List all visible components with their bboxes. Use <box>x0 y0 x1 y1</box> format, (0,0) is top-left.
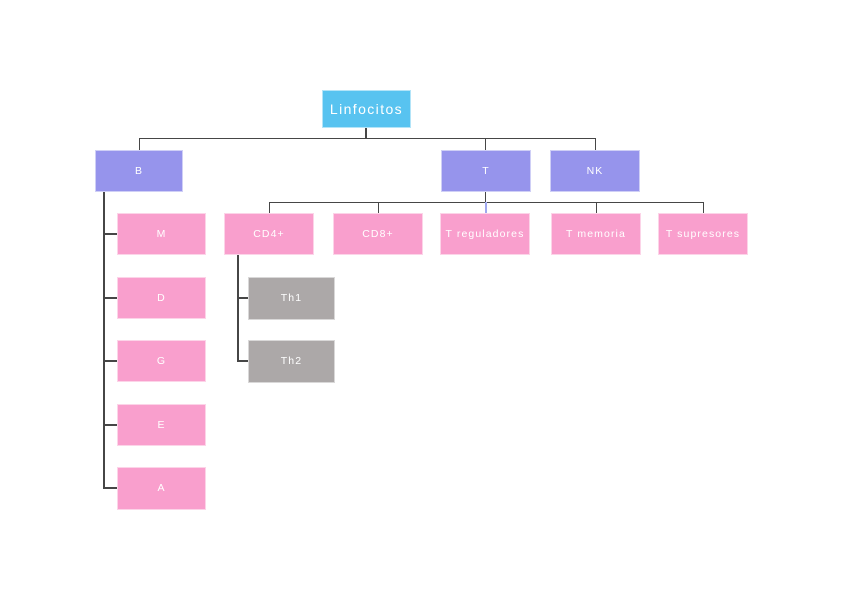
node-th2: Th2 <box>248 340 335 383</box>
node-nk: NK <box>550 150 640 192</box>
connector-stub-m <box>103 233 117 235</box>
connector-stub-d <box>103 297 117 299</box>
node-e: E <box>117 404 206 446</box>
connector-stub-tmemoria <box>596 202 597 213</box>
node-th1: Th1 <box>248 277 335 320</box>
connector-t-stem <box>485 192 486 202</box>
node-t-memoria: T memoria <box>551 213 641 255</box>
node-linfocitos: Linfocitos <box>322 90 411 128</box>
node-d: D <box>117 277 206 319</box>
connector-stub-treguladores <box>485 202 487 213</box>
node-cd4: CD4+ <box>224 213 314 255</box>
node-t: T <box>441 150 531 192</box>
node-a: A <box>117 467 206 510</box>
connector-stub-th2 <box>237 360 248 362</box>
node-t-supresores: T supresores <box>658 213 748 255</box>
node-b: B <box>95 150 183 192</box>
node-m: M <box>117 213 206 255</box>
connector-cd4-spine <box>237 255 239 362</box>
connector-stub-t <box>485 138 486 150</box>
connector-stub-e <box>103 424 117 426</box>
connector-stub-cd8 <box>378 202 379 213</box>
connector-stub-th1 <box>237 297 248 299</box>
connector-root-stem <box>365 128 367 139</box>
connector-stub-cd4 <box>269 202 270 213</box>
connector-stub-tsupresores <box>703 202 704 213</box>
connector-stub-a <box>103 487 117 489</box>
node-g: G <box>117 340 206 382</box>
node-cd8: CD8+ <box>333 213 423 255</box>
connector-level1-rail <box>139 138 596 139</box>
connector-b-spine <box>103 192 105 489</box>
node-t-reguladores: T reguladores <box>440 213 530 255</box>
connector-stub-b <box>139 138 140 150</box>
connector-stub-g <box>103 360 117 362</box>
connector-stub-nk <box>595 138 596 150</box>
